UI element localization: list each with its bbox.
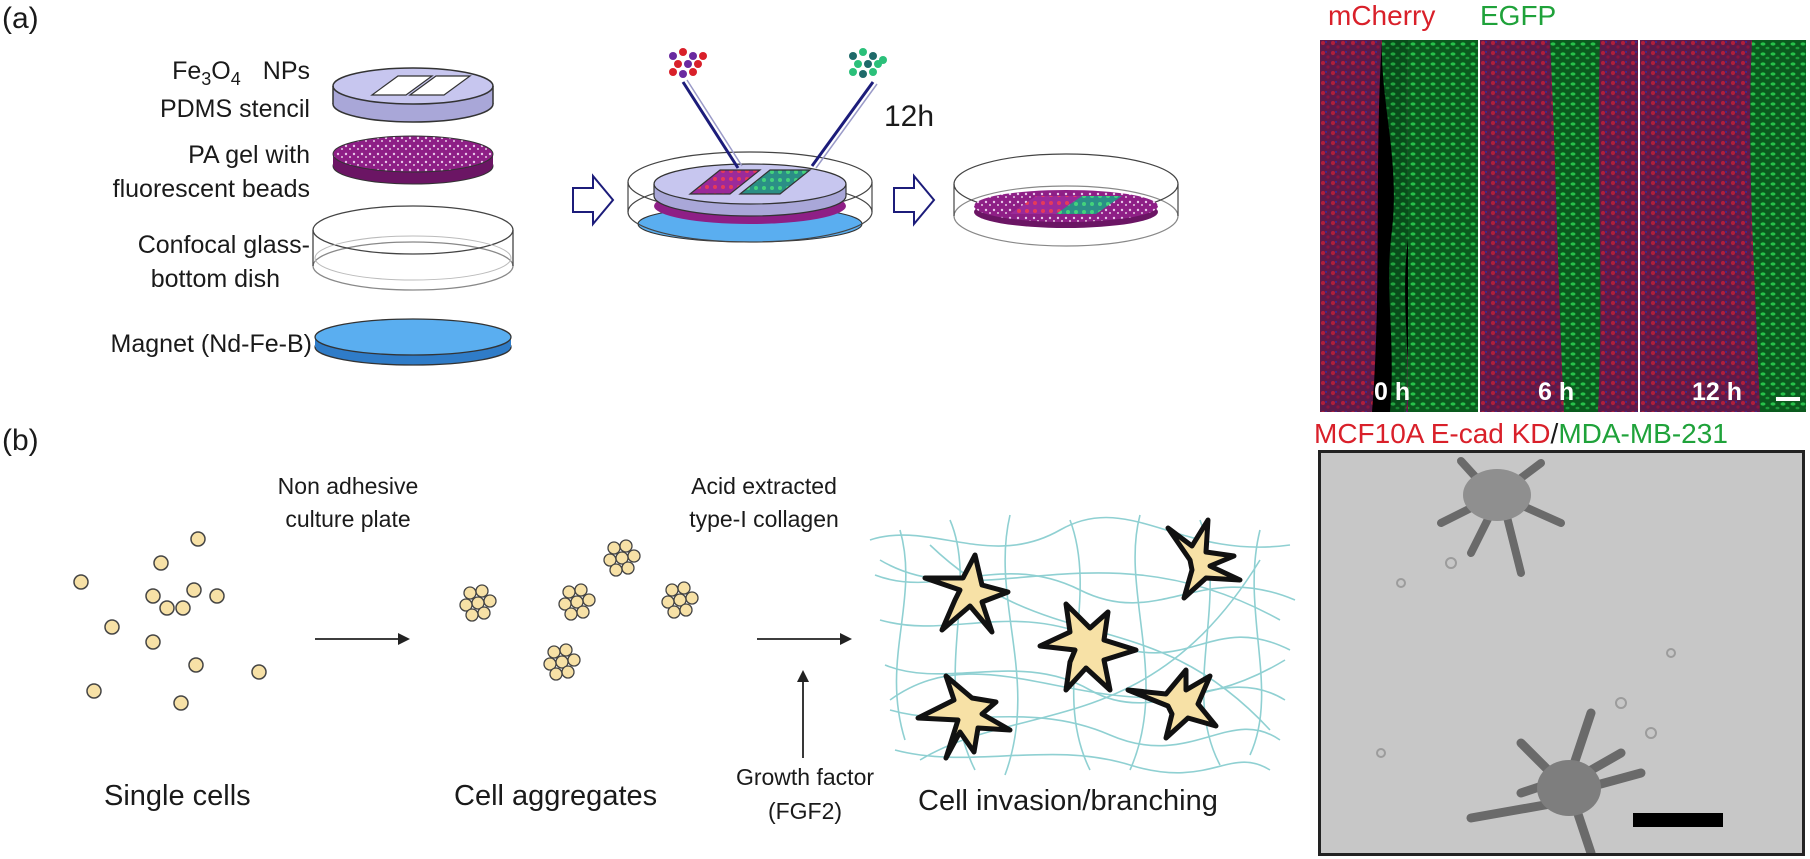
arrow-1 [315,633,410,645]
magnet-label: Magnet (Nd-Fe-B) [110,330,312,358]
timepoint-12h: 12 h [1692,378,1743,406]
egfp-channel-label: EGFP [1480,0,1557,31]
dish-label-line1: Confocal glass- [137,231,310,259]
migrated-dish [953,153,1179,247]
panel-b-label: (b) [2,424,39,457]
cell-line-caption: MCF10A E-cad KD/MDA-MB-231 [1314,418,1728,450]
stencil-label: PDMS stencil [159,95,310,123]
non-adhesive-label-2: culture plate [285,506,411,532]
collagen-label-1: Acid extracted [691,473,837,499]
growth-factor-label-1: Growth factor [735,764,875,790]
gel-label-line1: PA gel with [188,141,310,169]
pdms-stencil-disk [332,67,494,123]
single-cells [73,531,267,711]
single-cells-label: Single cells [104,780,251,812]
growth-factor-label-2: (FGF2) [767,798,843,824]
cell-invasion-label: Cell invasion/branching [918,785,1218,817]
non-adhesive-label-1: Non adhesive [277,473,419,499]
branching-cells [915,517,1243,761]
time-label-12h: 12h [884,100,935,133]
timepoint-6h: 6 h [1538,378,1575,406]
brightfield-content [1321,453,1802,853]
panel-a-label: (a) [2,2,39,35]
gel-label-line2: fluorescent beads [112,175,310,203]
cell-aggregates [459,539,699,681]
magnet-disk [314,318,512,366]
mcherry-cell-cluster [669,48,707,78]
timepoint-0h: 0 h [1374,378,1411,406]
fluorescence-panels [1320,40,1806,412]
brightfield-micrograph [1318,450,1805,856]
seeding-assembly [627,79,878,243]
hollow-arrow-1 [572,173,615,227]
glass-bottom-dish [312,205,514,291]
collagen-label-2: type-I collagen [689,506,839,532]
mcherry-channel-label: mCherry [1328,0,1436,31]
caption-mda: MDA-MB-231 [1558,418,1728,449]
fluorescence-image [1320,40,1806,412]
egfp-cell-cluster [849,48,887,78]
caption-mcf10a: MCF10A E-cad KD [1314,418,1551,449]
pa-gel-disk [332,135,494,185]
growth-factor-arrow [797,670,809,758]
hollow-arrow-2 [893,173,936,227]
caption-separator: / [1550,418,1559,449]
dish-label-line2: bottom dish [150,265,280,293]
arrow-2 [757,633,852,645]
cell-aggregates-label: Cell aggregates [454,780,658,812]
